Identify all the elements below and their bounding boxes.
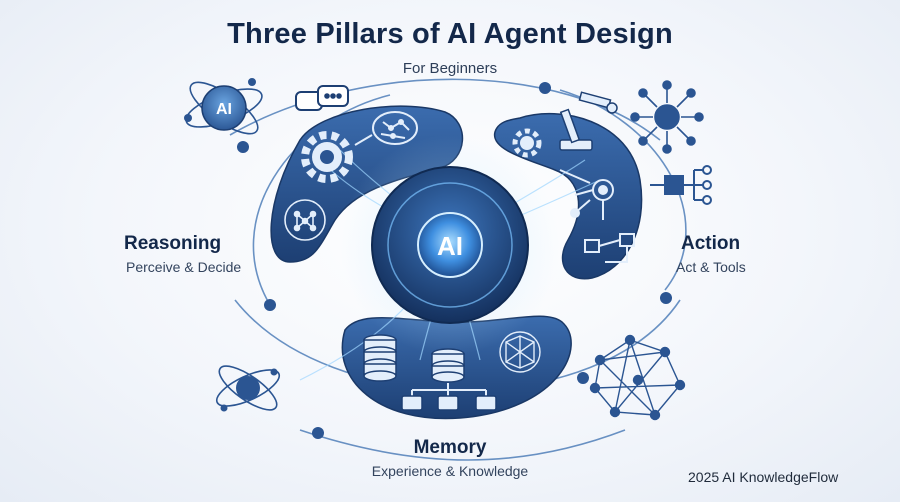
hub-core [417,212,483,278]
diagram-subtitle: For Beginners [402,60,498,77]
brain-icon [372,111,418,145]
diagram-title: Three Pillars of AI Agent Design [227,18,673,50]
atom-ai-badge-icon: AI [184,78,263,135]
gear-small-icon [512,128,542,158]
neural-head-icon [284,199,326,241]
gear-icon [301,131,353,183]
orbit-nodes [237,82,672,439]
hub-label: AI [437,231,463,261]
network-hub-icon [630,80,704,154]
action-subtitle: Act & Tools [676,259,746,275]
database-center-icon [431,348,465,383]
reasoning-title: Reasoning [124,233,222,254]
atom-icon [215,365,281,412]
folder-tree-icon [401,383,497,411]
reasoning-subtitle: Perceive & Decide [126,259,242,275]
neural-mesh-icon [499,331,541,373]
action-panel [494,112,643,280]
database-icon [363,334,397,382]
arrow-icon [354,134,373,146]
memory-subtitle: Experience & Knowledge [371,463,529,479]
flow-node-icon [559,169,614,220]
mesh-network-icon [589,334,686,421]
action-title: Action [681,233,741,254]
memory-title: Memory [413,437,487,458]
flowchart-icon [584,233,635,263]
hub-ring [387,182,513,308]
chat-bubbles-icon [295,85,349,111]
robot-arm-icon [559,91,618,151]
branch-flow-icon [650,165,712,205]
copyright-text: 2025 AI KnowledgeFlow [688,469,839,485]
badge-label: AI [216,101,232,118]
